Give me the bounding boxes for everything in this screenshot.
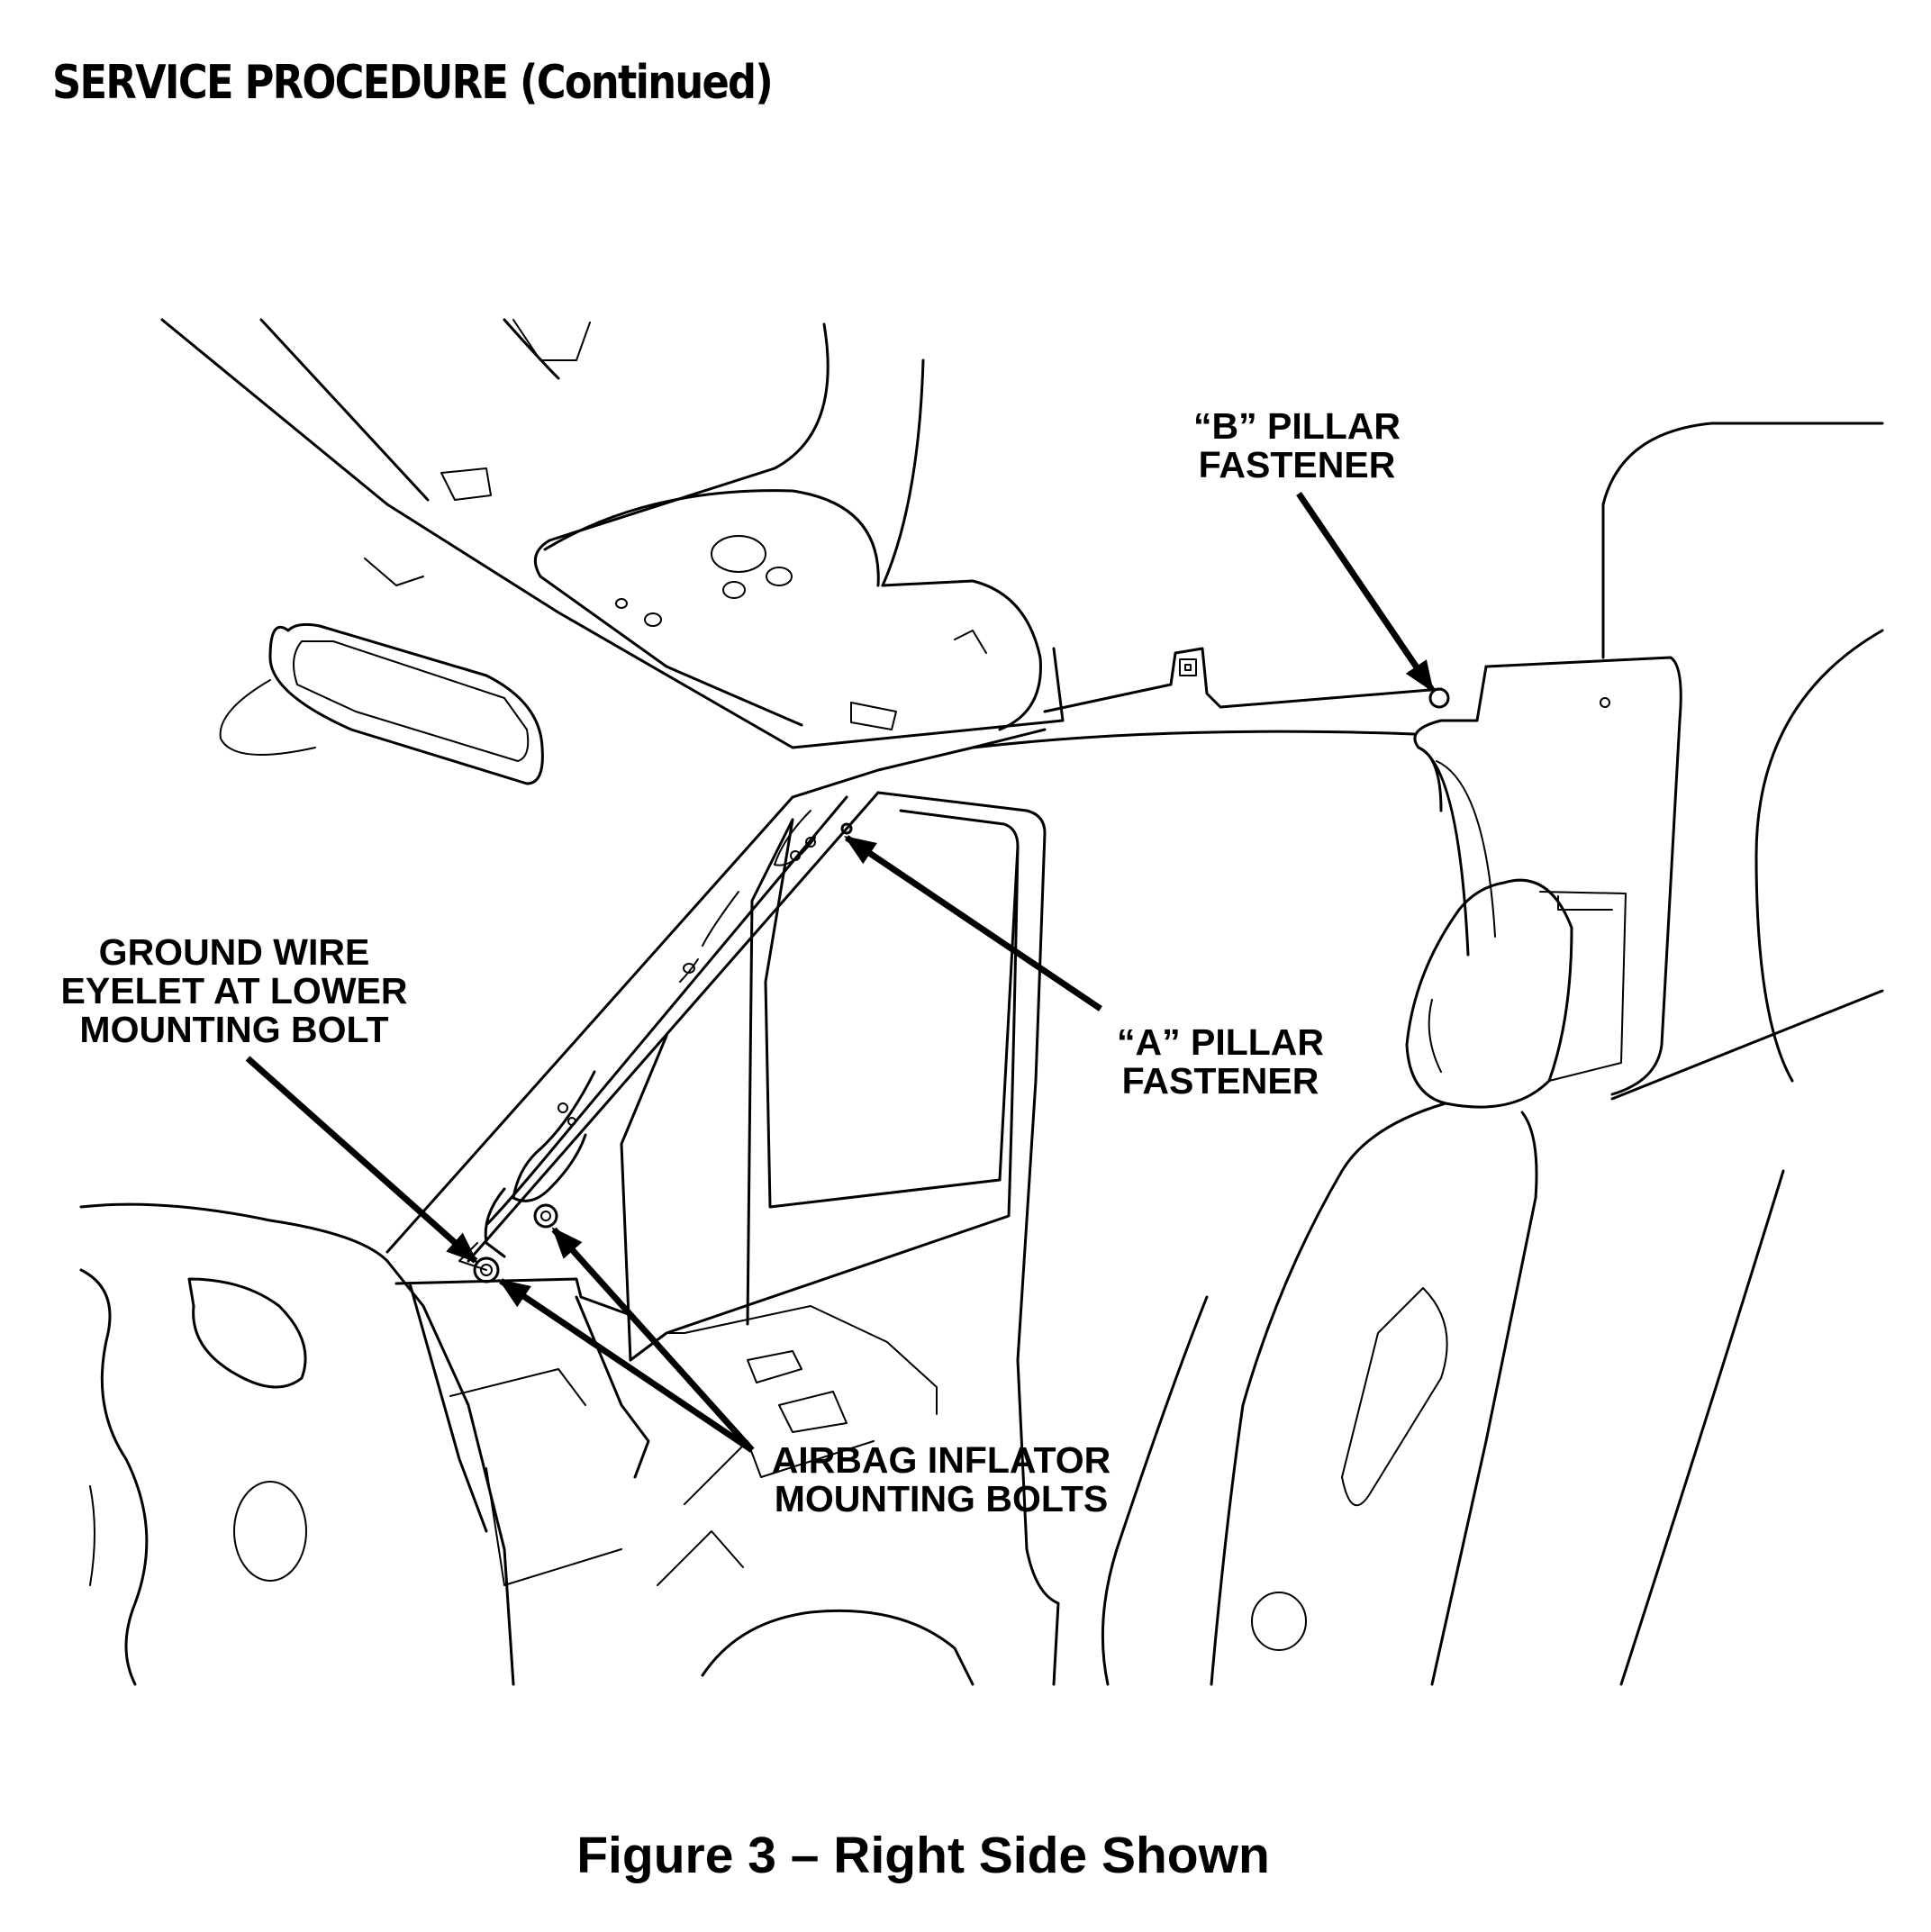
fasteners xyxy=(473,687,1450,1283)
callout-arrows xyxy=(245,492,1435,1453)
airbag-arrow-lower xyxy=(498,1278,754,1453)
airbag-arrow-upper xyxy=(551,1227,755,1453)
a-pillar-fastener-hole xyxy=(840,822,853,835)
ground-wire-arrow xyxy=(245,1056,478,1264)
a-pillar-arrow xyxy=(844,835,1102,1011)
door-frame xyxy=(620,791,1060,1686)
a-pillar-trim xyxy=(385,791,880,1271)
b-pillar-arrow xyxy=(1296,492,1435,693)
ground-wire-label: GROUND WIRE EYELET AT LOWER MOUNTING BOL… xyxy=(60,931,408,1050)
airbag-inflator-label: AIRBAG INFLATOR MOUNTING BOLTS xyxy=(771,1439,1111,1519)
lower-mounting-bolt xyxy=(473,1256,500,1283)
roof-rail xyxy=(791,647,1443,799)
a-pillar-fastener-label: “A” PILLAR FASTENER xyxy=(1116,1021,1325,1102)
upper-mounting-bolt xyxy=(533,1203,558,1229)
page-header: SERVICE PROCEDURE (Continued) xyxy=(52,56,774,110)
b-pillar-fastener xyxy=(1428,687,1450,709)
front-seat xyxy=(1101,878,1785,1686)
figure-caption: Figure 3 – Right Side Shown xyxy=(576,1827,1270,1884)
instrument-panel xyxy=(79,1202,744,1686)
b-pillar-fastener-label: “B” PILLAR FASTENER xyxy=(1192,405,1401,485)
b-pillar-trim xyxy=(1413,422,1884,1101)
rear-view-mirror xyxy=(219,558,544,785)
